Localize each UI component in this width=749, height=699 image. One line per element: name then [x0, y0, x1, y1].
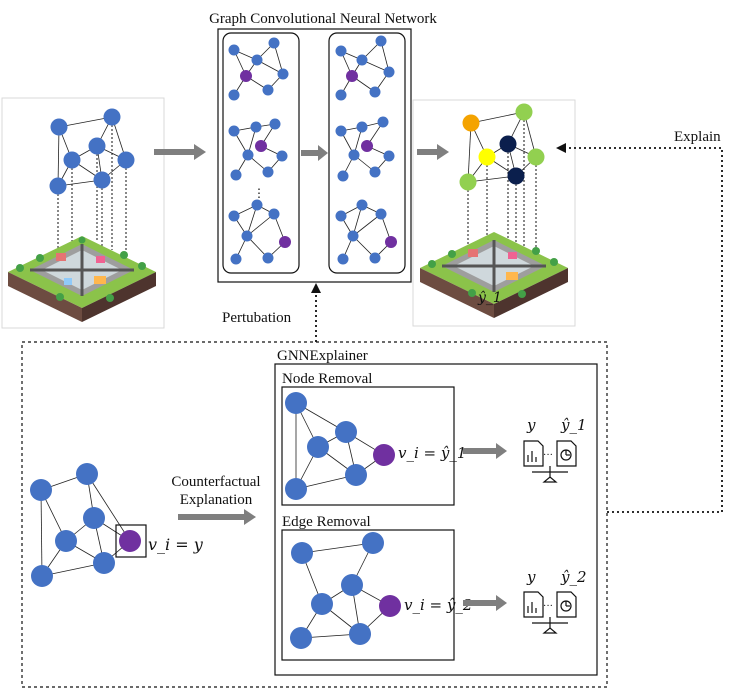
edge-removal-label: Edge Removal — [282, 514, 371, 530]
gcn-layer1-graph-b — [228, 118, 288, 181]
gcn-layer2-graph-c — [335, 199, 397, 265]
edge-removal-graph — [290, 532, 401, 649]
gcn-layer2-graph-a — [335, 35, 395, 101]
gcn-layer-2 — [328, 32, 406, 274]
explainer-region — [21, 341, 608, 688]
gcn-layer1-graph-a — [228, 37, 289, 101]
input-graph — [1, 97, 165, 329]
arrow-gcn-to-output — [417, 144, 449, 160]
counterfactual-label-line2: Explanation — [180, 492, 253, 508]
node-removal-label: Node Removal — [282, 371, 372, 387]
counterfactual-label-line1: Counterfactual — [171, 474, 260, 490]
gcn-layer-1 — [222, 32, 300, 274]
y-label-1: y — [526, 416, 536, 434]
ellipsis-1: ··· — [543, 450, 553, 461]
gcn-box — [217, 28, 412, 283]
gnnexplainer-label: GNNExplainer — [277, 348, 368, 364]
node-removal-box — [281, 386, 455, 506]
vi-equals-yhat1-label: v_i = ŷ_1 — [398, 444, 466, 462]
yhat1-label: ŷ_1 — [560, 416, 587, 434]
document-chart-icon — [523, 591, 577, 618]
diagram-title: Graph Convolutional Neural Network — [209, 11, 437, 27]
vi-equals-yhat2-label: v_i = ŷ_2 — [404, 596, 472, 614]
vi-equals-y-label: v_i = y — [148, 535, 204, 554]
map-yhat1-label: ŷ_1 — [477, 289, 502, 306]
arrow-input-to-gcn — [154, 144, 206, 160]
arrow-edge-removal-output — [463, 595, 507, 611]
city-map-icon — [420, 232, 568, 318]
explain-label: Explain — [674, 129, 721, 145]
arrow-to-gnnexplainer — [178, 509, 256, 525]
explain-feedback-path — [566, 147, 723, 513]
ellipsis-2: ··· — [543, 601, 553, 612]
pertubation-label: Pertubation — [222, 310, 292, 326]
output-graph — [412, 99, 576, 327]
gnnexplainer-box — [274, 363, 598, 676]
counterfactual-graph — [30, 463, 147, 587]
document-chart-icon — [523, 440, 577, 467]
node-removal-graph — [285, 392, 395, 500]
y-label-2: y — [526, 568, 536, 586]
scale-balance-icon — [532, 466, 568, 483]
arrow-layer1-to-layer2 — [301, 145, 328, 161]
gcn-layer1-graph-c — [228, 199, 291, 265]
gcn-layer2-graph-b — [335, 116, 395, 182]
scale-balance-icon — [532, 617, 568, 634]
pertubation-arrowhead — [311, 283, 321, 293]
gcn-ellipsis-1: ⋮ — [253, 186, 265, 200]
arrow-node-removal-output — [463, 443, 507, 459]
edge-removal-box — [281, 529, 455, 661]
explain-arrowhead — [556, 143, 566, 153]
city-map-icon — [8, 236, 156, 322]
yhat2-label: ŷ_2 — [560, 568, 587, 586]
